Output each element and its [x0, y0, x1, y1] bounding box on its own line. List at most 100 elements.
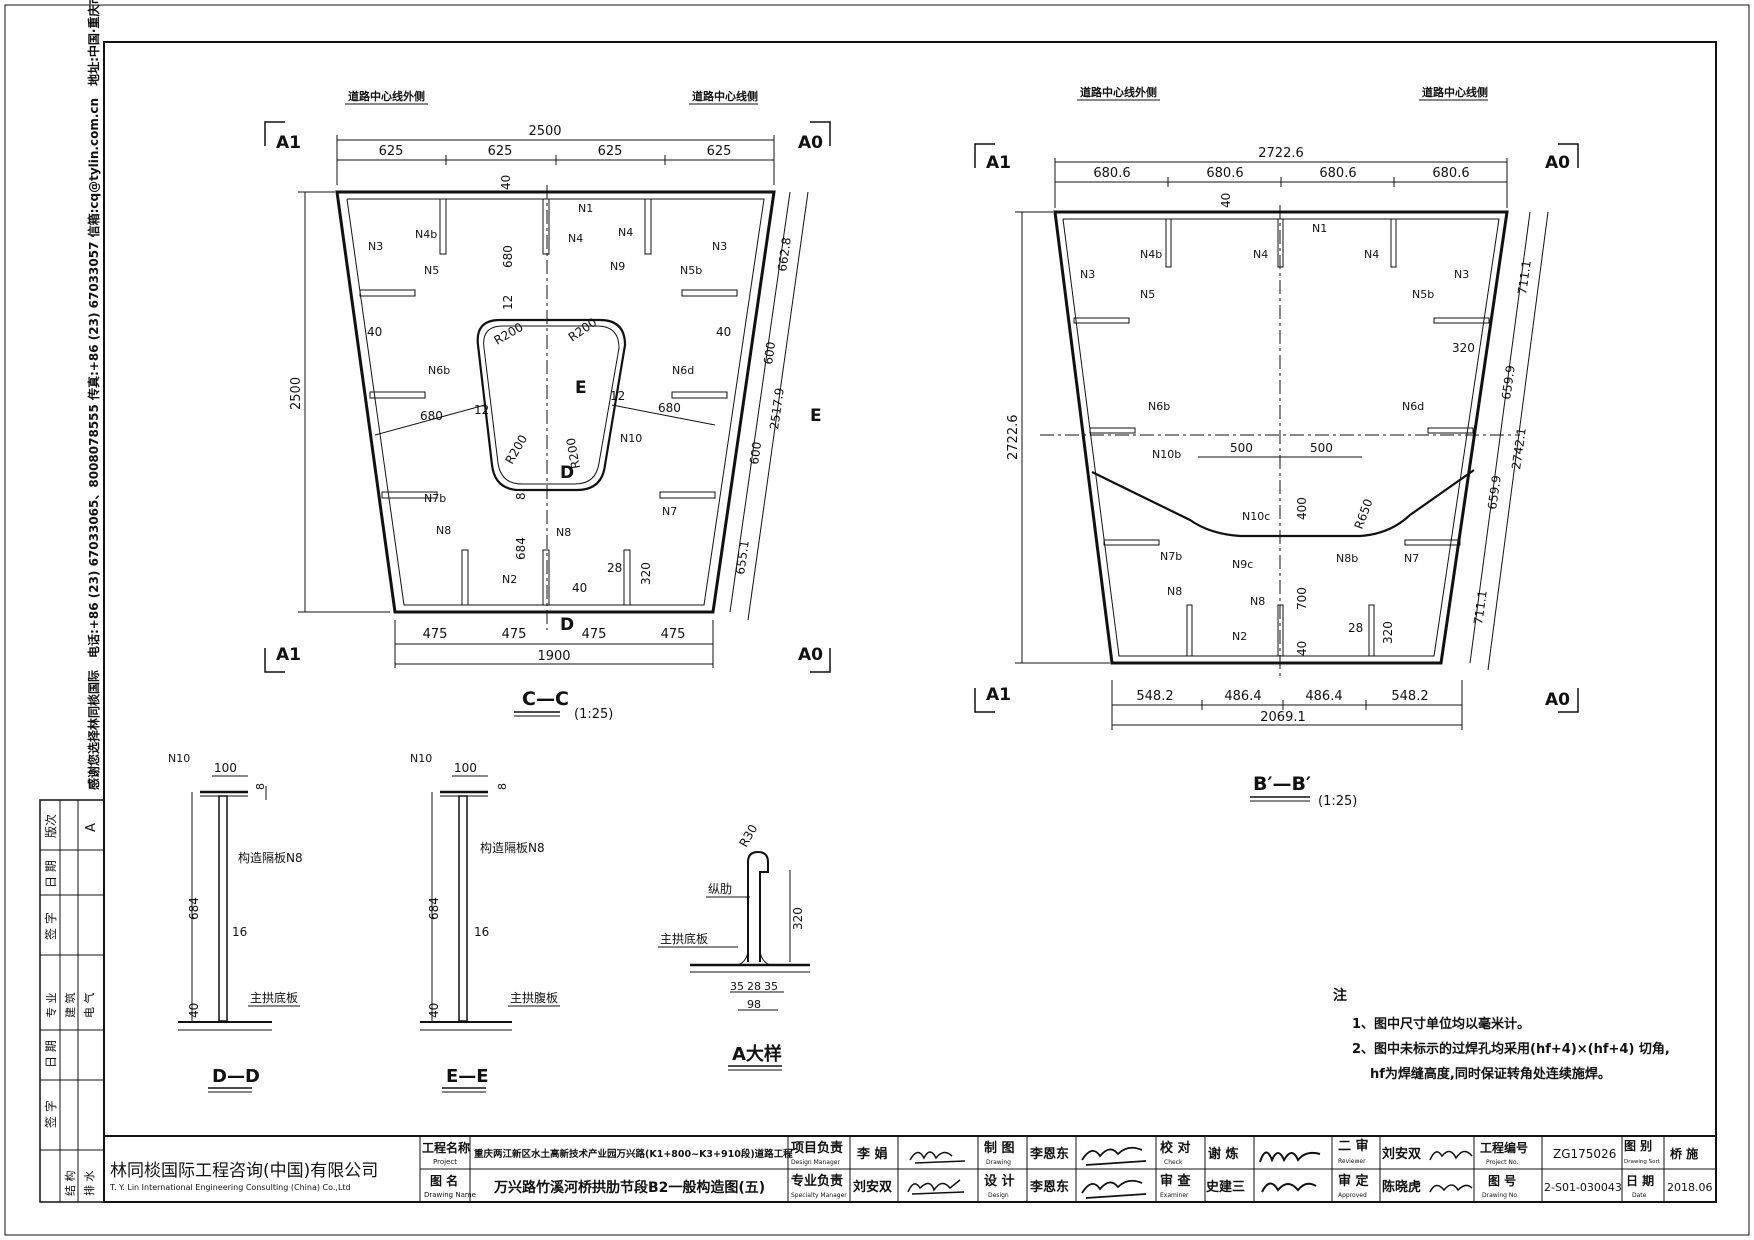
cc-rib-n4b: N4b — [415, 228, 437, 241]
cc-rib-n2: N2 — [502, 573, 517, 586]
bb-bottom-dim-3: 486.4 — [1305, 689, 1342, 704]
a-rib: 纵肋 — [708, 881, 732, 896]
dd-n10: N10 — [168, 752, 190, 765]
rev-date-label-2: 日 期 — [44, 1040, 58, 1068]
tb-project-label: 工程名称 — [422, 1140, 470, 1155]
bb-rib-n9c: N9c — [1232, 558, 1253, 571]
dd-t16: 16 — [232, 925, 247, 939]
bb-corner-br: A0 — [1545, 690, 1570, 710]
cc-rib-n3-left: N3 — [368, 240, 383, 253]
cc-top-dim-4: 625 — [707, 144, 732, 159]
tb-projno-label: 工程编号 — [1480, 1140, 1528, 1155]
cc-right-total: 2517.9 — [767, 387, 787, 431]
tb-drawing-label: 图 名 — [430, 1173, 458, 1188]
cc-bottom-total: 1900 — [537, 649, 570, 664]
tb-spm-label: 专业负责 — [791, 1173, 843, 1189]
bb-dim-40-top: 40 — [1219, 193, 1233, 208]
rev-electric: 电 气 — [82, 993, 96, 1019]
cc-dim-320: 320 — [639, 562, 653, 585]
bb-title: B′—B′ — [1253, 773, 1311, 795]
cc-rib-n6d: N6d — [672, 364, 694, 377]
tb-projno-en: Project No. — [1486, 1159, 1518, 1166]
bb-rib-n8-left: N8 — [1167, 585, 1182, 598]
tb-date: 2018.06 — [1667, 1181, 1713, 1194]
bb-dim-500-right: 500 — [1310, 441, 1333, 455]
signature-spm — [907, 1179, 965, 1195]
bb-rib-n2: N2 — [1232, 630, 1247, 643]
signature-exam — [1261, 1182, 1317, 1193]
title-block: 林同棪国际工程咨询(中国)有限公司 T. Y. Lin Internationa… — [104, 1135, 1716, 1202]
cc-rib-n1: N1 — [578, 202, 593, 215]
tb-company-en: T. Y. Lin International Engineering Cons… — [109, 1183, 351, 1192]
detail-ee: N10 100 8 构造隔板N8 684 16 40 主拱腹板 E—E — [410, 752, 560, 1093]
tb-rev-label: 二 审 — [1338, 1138, 1369, 1154]
cc-rib-n5b: N5b — [680, 264, 702, 277]
bb-rib-n5: N5 — [1140, 288, 1155, 301]
bb-corner-tr: A0 — [1545, 153, 1570, 173]
tb-project-label-en: Project — [433, 1158, 457, 1166]
cc-corner-tr: A0 — [798, 133, 823, 153]
bb-top-dim-3: 680.6 — [1319, 166, 1356, 181]
tb-appr-en: Approved — [1338, 1192, 1367, 1199]
cc-rib-n7b: N7b — [424, 492, 446, 505]
note-2: 2、图中未标示的过焊孔均采用(hf+4)×(hf+4) 切角, — [1352, 1041, 1670, 1057]
cc-dim-8: 8 — [514, 492, 528, 500]
bb-bottom-total: 2069.1 — [1260, 710, 1306, 725]
cc-right-dim-3: 600 — [747, 441, 764, 466]
cc-top-dim-1: 625 — [379, 144, 404, 159]
cc-rib-n9: N9 — [610, 260, 625, 273]
bb-rib-n10c: N10c — [1242, 510, 1270, 523]
tb-project-name: 重庆两江新区水土高新技术产业园万兴路(K1+800~K3+910段)道路工程 — [474, 1148, 793, 1160]
cc-top-total: 2500 — [528, 124, 561, 139]
bb-right-dim-3: 659.9 — [1485, 474, 1504, 510]
tb-spm-name: 刘安双 — [853, 1179, 892, 1195]
a-r30: R30 — [736, 822, 760, 849]
rev-sign-label: 签 字 — [43, 912, 58, 940]
cc-cut-e-inner: E — [575, 378, 587, 398]
rev-sign-label-2: 签 字 — [43, 1100, 58, 1128]
signature-appr — [1429, 1184, 1473, 1193]
bb-right-dim-4: 711.1 — [1471, 589, 1490, 625]
dd-plate: 构造隔板N8 — [238, 850, 303, 865]
tb-dwgno: 2-S01-030043 — [1544, 1181, 1622, 1194]
bb-rib-n7b: N7b — [1160, 550, 1182, 563]
a-d35a: 35 — [730, 980, 744, 993]
signature-design — [1081, 1179, 1147, 1199]
a-h320: 320 — [791, 907, 805, 930]
cc-dim-40-bottom: 40 — [572, 581, 587, 595]
cc-left-side-label: 道路中心线外侧 — [348, 89, 425, 103]
cc-left-height: 2500 — [289, 377, 304, 410]
tb-rev-en: Reviewer — [1338, 1158, 1366, 1165]
bb-corner-tl: A1 — [986, 153, 1011, 173]
ee-base: 主拱腹板 — [510, 991, 558, 1005]
cc-dim-680-left: 680 — [420, 409, 443, 423]
cc-dim-12-top: 12 — [501, 295, 515, 310]
bb-dim-400: 400 — [1295, 497, 1309, 520]
tb-date-en: Date — [1632, 1192, 1647, 1199]
tb-sort-en: Drawing Sort — [1624, 1159, 1661, 1165]
ee-t8: 8 — [496, 783, 509, 790]
note-1: 1、图中尺寸单位均以毫米计。 — [1352, 1016, 1530, 1032]
bb-right-dim-1: 711.1 — [1515, 259, 1534, 295]
a-d35b: 35 — [764, 980, 778, 993]
bb-rib-n4-mid: N4 — [1253, 248, 1268, 261]
ee-h684: 684 — [427, 897, 441, 920]
tb-design-label: 设 计 — [984, 1173, 1015, 1189]
bb-top-total: 2722.6 — [1258, 146, 1304, 161]
notes: 注 1、图中尺寸单位均以毫米计。 2、图中未标示的过焊孔均采用(hf+4)×(h… — [1333, 987, 1670, 1082]
cc-dim-680-right: 680 — [658, 401, 681, 415]
bb-left-height: 2722.6 — [1006, 415, 1021, 461]
tb-design-name: 李恩东 — [1029, 1179, 1069, 1195]
cc-dim-12-right: 12 — [610, 389, 625, 403]
bb-rib-n8-mid: N8 — [1250, 595, 1265, 608]
tb-drawing-name: 万兴路竹溪河桥拱肋节段B2一般构造图(五) — [493, 1179, 765, 1196]
tb-sort: 桥 施 — [1670, 1146, 1698, 1161]
bb-rib-n4-right: N4 — [1364, 248, 1379, 261]
tb-check-name: 谢 炼 — [1208, 1146, 1239, 1162]
signature-rev — [1429, 1150, 1473, 1161]
cc-rib-n7: N7 — [662, 505, 677, 518]
inner-frame — [103, 41, 1717, 1203]
bb-left-side-label: 道路中心线外侧 — [1080, 85, 1157, 99]
cc-right-dim-1: 662.8 — [775, 236, 794, 272]
